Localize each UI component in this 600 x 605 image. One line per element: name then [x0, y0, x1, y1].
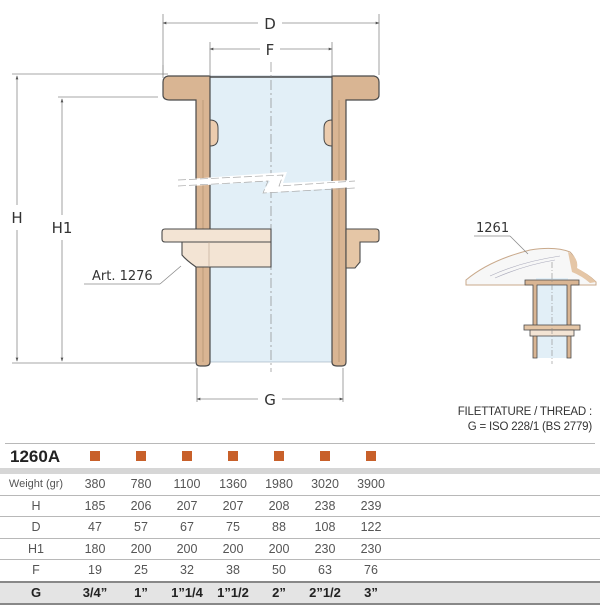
cell: 67	[164, 516, 210, 539]
cell: 76	[348, 559, 394, 582]
table-divider	[0, 468, 600, 474]
dimension-g	[196, 368, 344, 402]
cell: 57	[118, 516, 164, 539]
lock-nut	[161, 228, 380, 269]
cell: 47	[72, 516, 118, 539]
cell: 200	[118, 538, 164, 560]
cell: 38	[210, 559, 256, 582]
row-label: G	[0, 580, 72, 605]
label-g: G	[264, 391, 276, 409]
specification-table: 1260A Weight (gr) 380 780 1100 1360 1980…	[0, 446, 600, 605]
thread-note-line-1: FILETTATURE / THREAD :	[457, 406, 592, 418]
cell: 380	[72, 474, 118, 496]
cell: 75	[210, 516, 256, 539]
table-row-h1: H1 180 200 200 200 200 230 230	[0, 538, 600, 560]
label-1261: 1261	[476, 221, 509, 236]
cell: 1360	[210, 474, 256, 496]
cell: 108	[302, 516, 348, 539]
cell: 207	[210, 495, 256, 517]
dimension-h1	[58, 96, 158, 362]
cell: 239	[348, 495, 394, 517]
color-swatch	[136, 451, 146, 461]
cell: 3/4”	[72, 580, 118, 605]
cell: 25	[118, 559, 164, 582]
row-label: F	[0, 559, 72, 582]
thread-note-line-2: G = ISO 228/1 (BS 2779)	[467, 421, 592, 433]
table-top-rule	[5, 443, 595, 444]
label-f: F	[266, 41, 275, 59]
cell: 1”1/4	[164, 580, 210, 605]
callout-art-1276	[84, 265, 182, 285]
assembly-with-cover-1261	[465, 247, 597, 364]
cell: 230	[348, 538, 394, 560]
label-art-1276: Art. 1276	[92, 269, 153, 284]
cell: 19	[72, 559, 118, 582]
model-row: 1260A	[0, 446, 600, 468]
cell: 1”	[118, 580, 164, 605]
cell: 780	[118, 474, 164, 496]
cell: 3900	[348, 474, 394, 496]
row-label: D	[0, 516, 72, 539]
table-row-h: H 185 206 207 207 208 238 239	[0, 495, 600, 517]
table-row-d: D 47 57 67 75 88 108 122	[0, 516, 600, 539]
dimension-h	[12, 65, 195, 364]
label-d: D	[264, 15, 276, 33]
cell: 2”	[256, 580, 302, 605]
cell: 32	[164, 559, 210, 582]
callout-1261	[474, 235, 529, 255]
table-row-f: F 19 25 32 38 50 63 76	[0, 559, 600, 582]
dimension-f	[209, 42, 333, 75]
color-swatch	[320, 451, 330, 461]
model-name: 1260A	[10, 447, 61, 466]
cell: 207	[164, 495, 210, 517]
cell: 63	[302, 559, 348, 582]
table-row-weight: Weight (gr) 380 780 1100 1360 1980 3020 …	[0, 474, 600, 496]
row-label: H1	[0, 538, 72, 560]
color-swatch	[228, 451, 238, 461]
cell: 200	[164, 538, 210, 560]
cell: 206	[118, 495, 164, 517]
cell: 2”1/2	[302, 580, 348, 605]
cell: 122	[348, 516, 394, 539]
row-label: H	[0, 495, 72, 517]
cell: 1100	[164, 474, 210, 496]
cell: 3”	[348, 580, 394, 605]
cell: 238	[302, 495, 348, 517]
cell: 200	[210, 538, 256, 560]
cell: 185	[72, 495, 118, 517]
dimension-d	[162, 14, 380, 75]
cell: 88	[256, 516, 302, 539]
cell: 1980	[256, 474, 302, 496]
cell: 230	[302, 538, 348, 560]
color-swatch	[274, 451, 284, 461]
table-row-g: G 3/4” 1” 1”1/4 1”1/2 2” 2”1/2 3”	[0, 580, 600, 605]
label-h1: H1	[52, 219, 73, 237]
row-label: Weight (gr)	[0, 474, 72, 496]
cell: 180	[72, 538, 118, 560]
cell: 1”1/2	[210, 580, 256, 605]
cell: 200	[256, 538, 302, 560]
cell: 208	[256, 495, 302, 517]
color-swatch	[182, 451, 192, 461]
technical-drawing: D F H H1	[11, 14, 597, 409]
label-h: H	[11, 209, 22, 227]
thread-specification-note: FILETTATURE / THREAD : G = ISO 228/1 (BS…	[458, 405, 592, 435]
through-hull-fitting	[162, 62, 380, 372]
color-swatch	[366, 451, 376, 461]
cell: 3020	[302, 474, 348, 496]
color-swatch	[90, 451, 100, 461]
cell: 50	[256, 559, 302, 582]
